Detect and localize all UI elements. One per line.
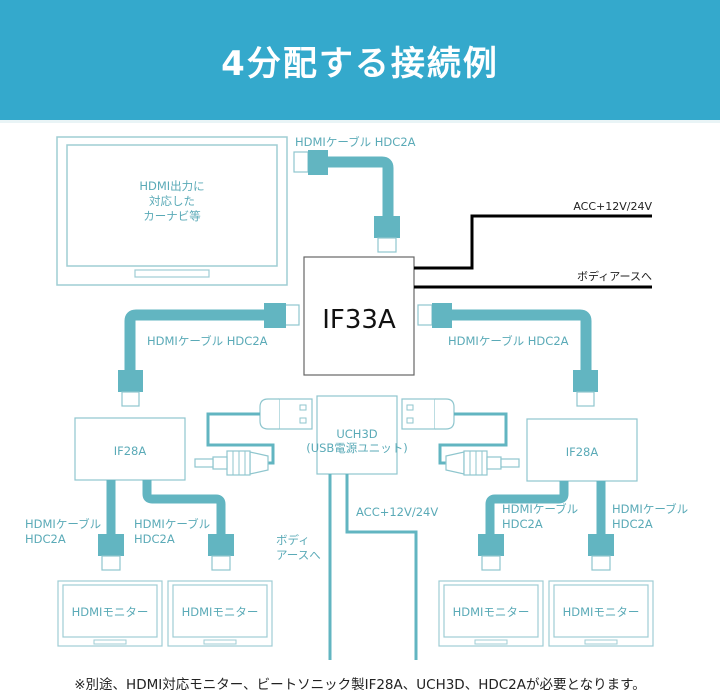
usb-unit-label-line2: (USB電源ユニット) xyxy=(306,441,408,455)
hdmi-cable-right: HDMIケーブル HDC2A xyxy=(417,303,598,407)
navi-label-line2: 対応した xyxy=(149,194,195,208)
usb-acc-label: ACC+12V/24V xyxy=(356,505,438,519)
hdmi-monitor-3: HDMIモニター xyxy=(438,580,544,647)
monitor-cable-label-3a: HDMIケーブル xyxy=(502,502,578,516)
left-extender-label: IF28A xyxy=(114,444,147,458)
right-cable-label: HDMIケーブル HDC2A xyxy=(448,334,569,348)
ground-label: ボディアースへ xyxy=(577,269,652,283)
hdmi-monitor-4: HDMIモニター xyxy=(548,580,654,647)
uch3d-usb-unit: UCH3D (USB電源ユニット) ACC+12V/24V ボディ アースへ xyxy=(276,395,438,660)
if33a-splitter: IF33A xyxy=(303,256,415,376)
right-extender-label: IF28A xyxy=(566,445,599,459)
navi-label-line1: HDMI出力に xyxy=(139,179,204,193)
monitor-cable-label-4b: HDC2A xyxy=(612,517,653,531)
hdmi-cable-left: HDMIケーブル HDC2A xyxy=(118,303,300,407)
monitor-cables-left: HDMIケーブル HDC2A HDMIケーブル HDC2A xyxy=(25,480,234,571)
usb-power-cable-left xyxy=(194,398,313,476)
hdmi-monitor-1: HDMIモニター xyxy=(57,580,163,647)
monitor-2-label: HDMIモニター xyxy=(182,605,259,619)
acc-label: ACC+12V/24V xyxy=(573,200,652,213)
power-wires: ACC+12V/24V ボディアースへ xyxy=(414,200,652,289)
left-cable-label: HDMIケーブル HDC2A xyxy=(147,334,268,348)
footnote: ※別途、HDMI対応モニター、ビートソニック製IF28A、UCH3D、HDC2A… xyxy=(74,677,646,693)
monitor-cable-label-2b: HDC2A xyxy=(134,532,175,546)
top-cable-label: HDMIケーブル HDC2A xyxy=(295,135,416,149)
splitter-label: IF33A xyxy=(322,305,396,335)
usb-ground-label-line2: アースへ xyxy=(276,548,321,562)
page-title: 4分配する接続例 xyxy=(221,43,499,84)
if28a-right: IF28A xyxy=(526,418,638,482)
hdmi-monitor-2: HDMIモニター xyxy=(167,580,273,647)
navi-label-line3: カーナビ等 xyxy=(143,209,201,223)
monitor-cable-label-1b: HDC2A xyxy=(25,532,66,546)
monitor-4-label: HDMIモニター xyxy=(563,605,640,619)
monitor-cable-label-2a: HDMIケーブル xyxy=(134,517,210,531)
usb-power-cable-right xyxy=(401,398,520,476)
hdmi-cable-top: HDMIケーブル HDC2A xyxy=(293,135,416,253)
usb-unit-label-line1: UCH3D xyxy=(336,427,377,441)
monitor-cable-label-3b: HDC2A xyxy=(502,517,543,531)
if28a-left: IF28A xyxy=(74,417,186,481)
monitor-3-label: HDMIモニター xyxy=(453,605,530,619)
title-banner: 4分配する接続例 xyxy=(0,0,720,120)
usb-ground-label-line1: ボディ xyxy=(276,533,310,547)
car-navi-display: HDMI出力に 対応した カーナビ等 xyxy=(56,136,288,286)
monitor-1-label: HDMIモニター xyxy=(72,605,149,619)
banner-divider xyxy=(0,120,720,123)
monitor-cable-label-1a: HDMIケーブル xyxy=(25,517,101,531)
monitor-cables-right: HDMIケーブル HDC2A HDMIケーブル HDC2A xyxy=(478,481,688,571)
monitor-cable-label-4a: HDMIケーブル xyxy=(612,502,688,516)
